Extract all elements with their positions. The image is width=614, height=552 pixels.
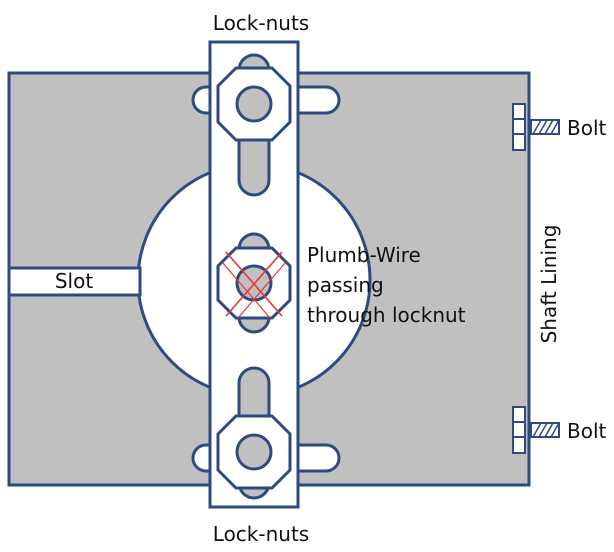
top-lock-nut-hole — [235, 85, 273, 123]
shaft-lining-label: Shaft Lining — [537, 225, 561, 344]
plumb-wire-cross-line-d — [237, 261, 287, 319]
lock-nuts-top-label: Lock-nuts — [213, 11, 309, 35]
plumb-wire-label-line-3: through locknut — [307, 303, 466, 327]
top-bolt — [512, 103, 560, 151]
plumb-wire-cross-line-c — [221, 261, 271, 319]
plumb-wire-label-line-2: passing — [307, 273, 384, 297]
plumb-wire-cross-line-b — [225, 251, 283, 317]
lock-nuts-bottom-label: Lock-nuts — [213, 522, 309, 546]
bolt-top-label: Bolt — [567, 116, 607, 140]
top-bolt-head — [512, 103, 526, 151]
bottom-bolt-head — [512, 406, 526, 454]
bottom-lock-nut-hole — [235, 433, 273, 471]
plumb-wire-label-line-1: Plumb-Wire — [307, 243, 421, 267]
slot — [7, 266, 142, 297]
bottom-bolt — [512, 406, 560, 454]
bolt-bottom-label: Bolt — [567, 419, 607, 443]
slot-label: Slot — [55, 269, 93, 293]
